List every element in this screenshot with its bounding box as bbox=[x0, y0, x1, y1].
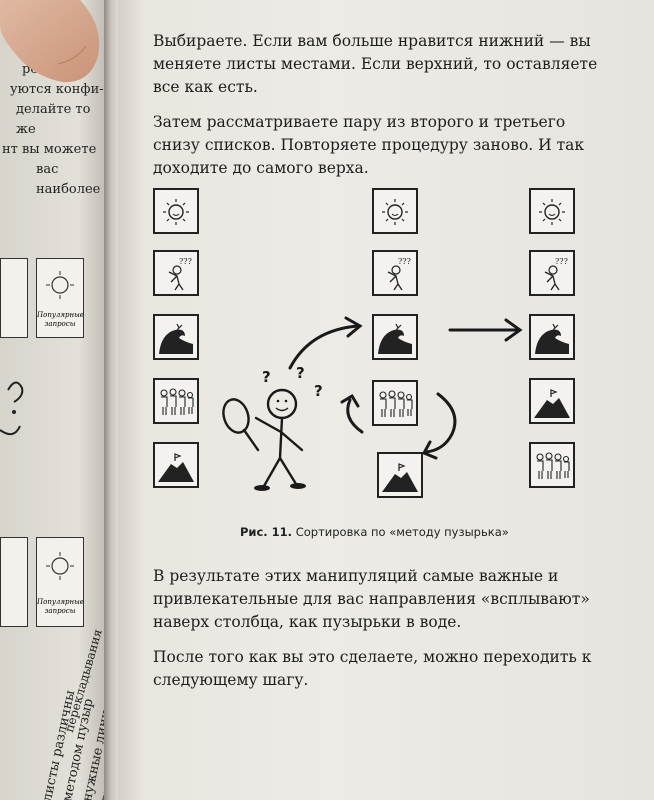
question-doodle bbox=[0, 381, 24, 436]
svg-text:???: ??? bbox=[179, 257, 192, 266]
people-icon bbox=[160, 388, 194, 415]
left-fragment: нт вы можете bbox=[2, 142, 97, 157]
card-c3-2: ??? bbox=[529, 250, 575, 296]
sun-icon bbox=[163, 199, 189, 225]
magnifier-icon bbox=[222, 398, 250, 434]
card-label: Популярные запросы bbox=[37, 311, 84, 328]
card-c2-4 bbox=[372, 380, 418, 426]
svg-text:???: ??? bbox=[555, 257, 568, 266]
left-fragment: вас наиболее bbox=[36, 162, 101, 197]
people-icon bbox=[536, 452, 570, 479]
left-card bbox=[0, 537, 28, 627]
sun-icon bbox=[539, 199, 565, 225]
svg-text:?: ? bbox=[262, 368, 271, 386]
wave-icon bbox=[535, 323, 569, 354]
card-c3-3 bbox=[529, 314, 575, 360]
swap-arrow-icon bbox=[424, 392, 457, 454]
card-c1-5 bbox=[153, 442, 199, 488]
sun-icon bbox=[46, 271, 74, 299]
left-page: реложи уются конфи- делайте то же нт вы … bbox=[0, 0, 112, 800]
mountain-icon bbox=[534, 389, 570, 418]
figure-drawing: ??? bbox=[222, 316, 523, 491]
card-c3-1 bbox=[529, 188, 575, 234]
left-card-popular: Популярные запросы bbox=[36, 537, 84, 627]
paragraph-4: После того как вы это сделаете, можно пе… bbox=[153, 648, 592, 689]
svg-text:???: ??? bbox=[398, 257, 411, 266]
card-c3-5 bbox=[529, 442, 575, 488]
card-c1-1 bbox=[153, 188, 199, 234]
book-spine bbox=[104, 0, 118, 800]
card-c2-1 bbox=[372, 188, 418, 234]
figure-caption: Рис. 11. Сортировка по «методу пузырька» bbox=[240, 525, 509, 539]
thinking-man-icon: ??? bbox=[544, 257, 568, 291]
card-label: Популярные запросы bbox=[37, 598, 84, 615]
left-fragment: уются конфи- bbox=[10, 82, 104, 97]
thinking-man-icon: ??? bbox=[387, 257, 411, 291]
card-c2-5 bbox=[377, 452, 423, 498]
caption-label: Рис. 11. bbox=[240, 525, 293, 539]
sun-icon bbox=[382, 199, 408, 225]
svg-text:?: ? bbox=[296, 364, 305, 382]
paragraph-1: Выбираете. Если вам больше нравится нижн… bbox=[153, 32, 598, 96]
finger bbox=[0, 0, 100, 83]
card-c1-4 bbox=[153, 378, 199, 424]
mountain-icon bbox=[158, 453, 194, 482]
swap-arrow-icon bbox=[346, 398, 364, 434]
left-fragment: делайте то же bbox=[16, 102, 91, 137]
sun-icon bbox=[46, 552, 74, 580]
left-card-popular: Популярные запросы bbox=[36, 258, 84, 338]
card-c2-3 bbox=[372, 314, 418, 360]
left-page-text: реложи уются конфи- делайте то же нт вы … bbox=[2, 60, 112, 200]
left-card bbox=[0, 258, 28, 338]
paragraph-2: Затем рассматриваете пару из второго и т… bbox=[153, 113, 585, 177]
wave-icon bbox=[378, 323, 412, 354]
wave-icon bbox=[159, 323, 193, 354]
stick-figure-head bbox=[266, 388, 298, 420]
curved-arrow-icon bbox=[288, 324, 360, 370]
card-c1-2: ??? bbox=[153, 250, 199, 296]
caption-text: Сортировка по «методу пузырька» bbox=[292, 525, 509, 539]
thinking-man-icon: ??? bbox=[168, 257, 192, 291]
paragraph-3: В результате этих манипуляций самые важн… bbox=[153, 567, 590, 631]
card-c3-4 bbox=[529, 378, 575, 424]
people-icon bbox=[379, 390, 413, 417]
mountain-icon bbox=[382, 463, 418, 492]
card-c2-2: ??? bbox=[372, 250, 418, 296]
svg-text:?: ? bbox=[314, 382, 323, 400]
card-c1-3 bbox=[153, 314, 199, 360]
